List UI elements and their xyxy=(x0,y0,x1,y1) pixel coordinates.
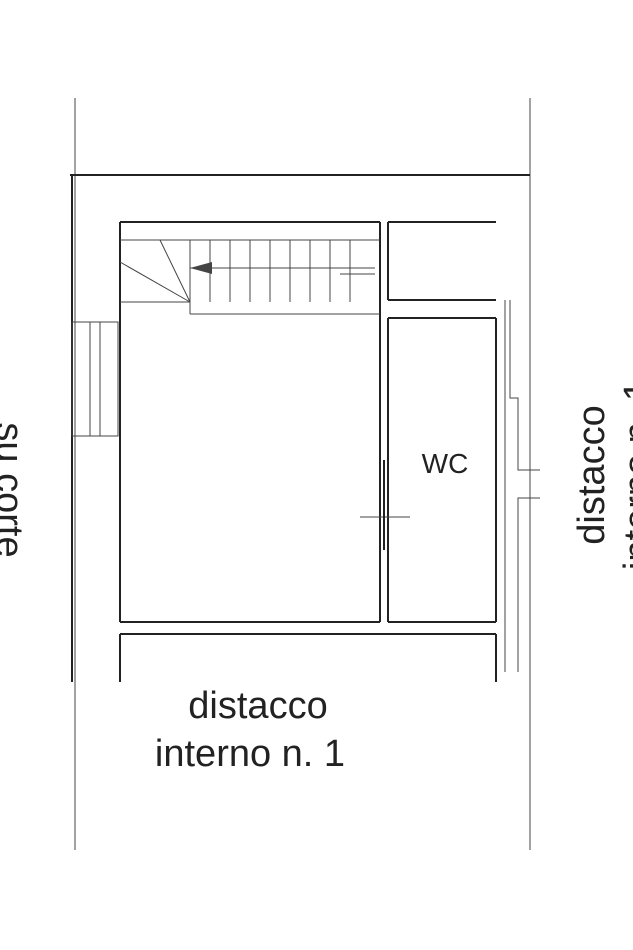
left-label: su corte xyxy=(0,422,30,557)
entrance-steps xyxy=(71,321,119,437)
bottom-label-line2: interno n. 1 xyxy=(155,733,345,775)
room-label-wc: WC xyxy=(422,448,469,479)
staircase xyxy=(119,239,380,315)
stair-arrow-icon xyxy=(190,262,212,274)
door-mark xyxy=(360,460,410,550)
bottom-label-line1: distacco xyxy=(188,685,327,727)
building-walls xyxy=(70,174,540,682)
right-label-line2: interno n. 1 xyxy=(617,380,633,570)
right-label-line1: distacco xyxy=(571,405,613,544)
